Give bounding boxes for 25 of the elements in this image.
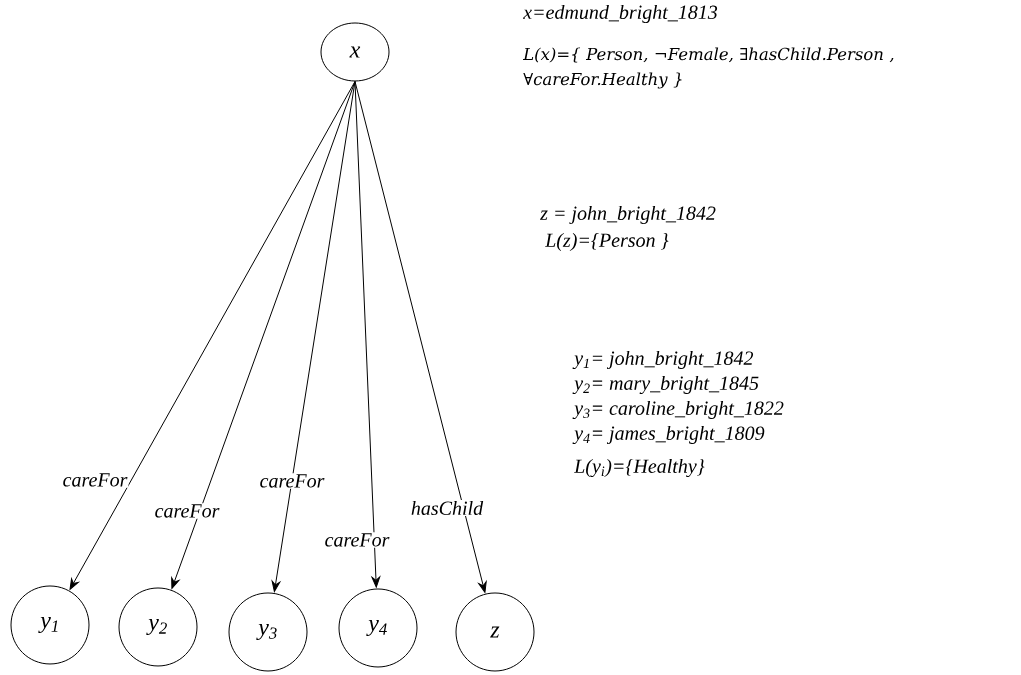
annotation-text: L(y$_{i}$)={Healthy} [573, 458, 705, 478]
annotation-text: z = john_bright_1842 [540, 205, 716, 225]
circle-node: y$_{1}$ [10, 585, 90, 665]
ellipse-node: x [320, 22, 390, 82]
annotation-text: y$_{3}$= caroline_bright_1822 [572, 400, 784, 420]
annotation-text: y$_{4}$= james_bright_1809 [572, 425, 765, 445]
edge-label: hasChild [409, 499, 485, 517]
edge-label: careFor [258, 473, 326, 489]
arrow [354, 81, 381, 588]
arrow [354, 81, 487, 593]
edge-label: careFor [323, 532, 391, 548]
edge-label: careFor [61, 472, 129, 488]
annotation-text: L(x)={ Person, ¬Female, ∃hasChild.Person , ∀careFor.Healthy } [522, 47, 894, 89]
arrow [271, 81, 356, 593]
annotation-text: y$_{2}$= mary_bright_1845 [572, 375, 759, 395]
arrow [69, 81, 356, 590]
circle-node: z [455, 592, 535, 672]
annotation-text: L(z)={Person } [544, 232, 669, 252]
annotation-text: y$_{1}$= john_bright_1842 [572, 350, 754, 370]
arrow [171, 81, 356, 589]
circle-node: y$_{4}$ [338, 588, 418, 668]
edge-label: careFor [153, 503, 221, 519]
circle-node: y$_{3}$ [228, 592, 308, 672]
annotation-text: x=edmund_bright_1813 [522, 4, 718, 24]
circle-node: y$_{2}$ [118, 587, 198, 667]
